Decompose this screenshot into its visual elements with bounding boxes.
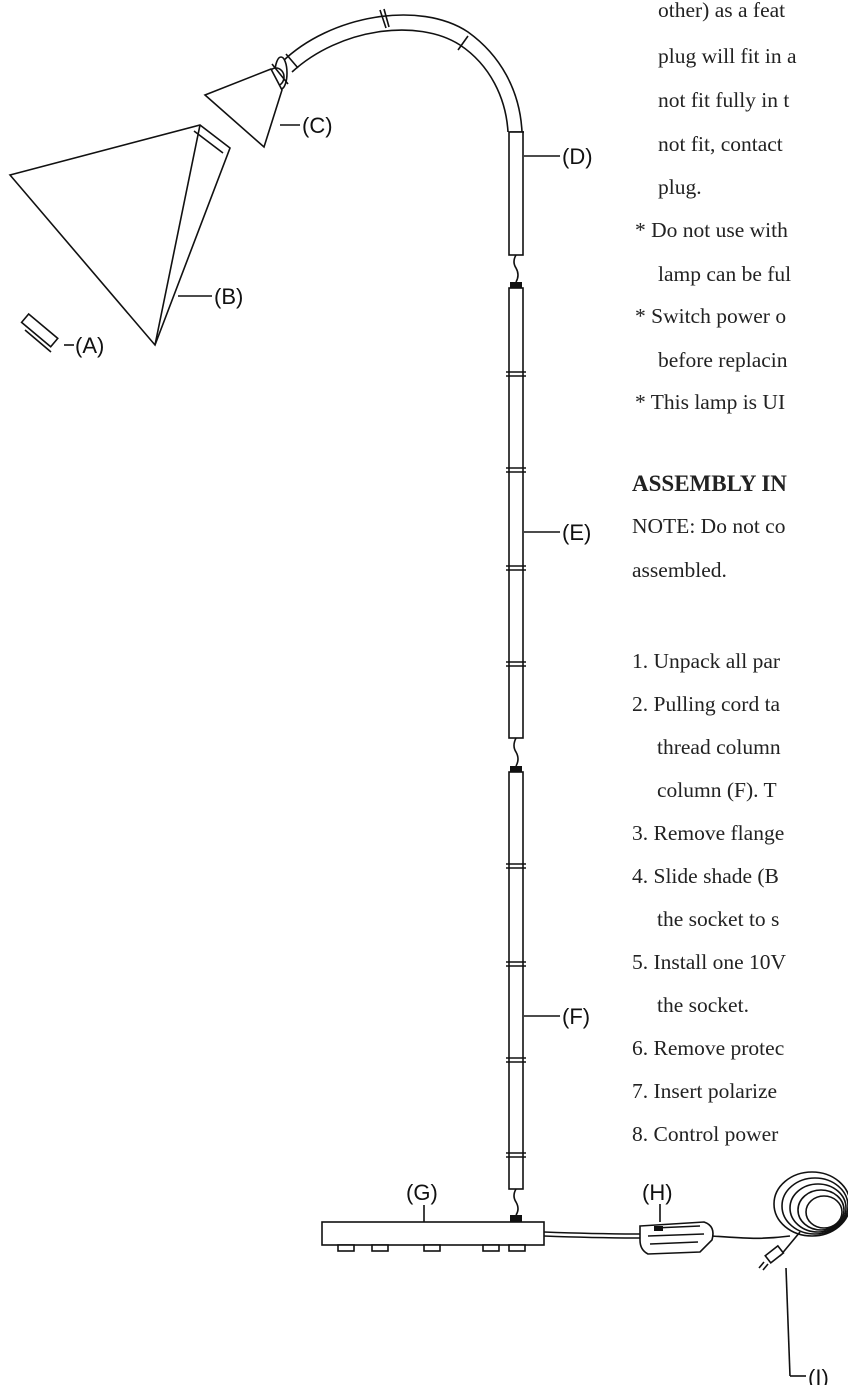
socket-cone	[203, 67, 283, 149]
text-line: lamp can be ful	[658, 262, 792, 286]
step-line: 4. Slide shade (B	[632, 864, 779, 888]
text-line: * This lamp is UI	[635, 390, 786, 414]
column-f	[506, 771, 526, 1190]
step-line: thread column	[657, 735, 781, 759]
power-cord	[711, 1171, 848, 1271]
step-line: 6. Remove protec	[632, 1036, 785, 1060]
label-f: (F)	[562, 1004, 590, 1029]
text-line: plug.	[658, 175, 702, 199]
step-line: 2. Pulling cord ta	[632, 692, 781, 716]
text-line: not fit fully in t	[658, 88, 790, 112]
text-line: other) as a feat	[658, 0, 786, 22]
step-line: 8. Control power	[632, 1122, 779, 1146]
label-g: (G)	[406, 1180, 438, 1205]
bulb	[20, 312, 59, 353]
text-line: not fit, contact	[658, 132, 783, 156]
text-line: * Switch power o	[635, 304, 787, 328]
label-b: (B)	[214, 284, 243, 309]
step-line: 1. Unpack all par	[632, 649, 781, 673]
label-i: (I)	[808, 1365, 829, 1385]
section-heading: ASSEMBLY IN	[632, 471, 787, 496]
column-d	[508, 131, 524, 256]
label-c: (C)	[302, 113, 333, 138]
label-d: (D)	[562, 144, 593, 169]
label-h: (H)	[642, 1180, 673, 1205]
step-line: 3. Remove flange	[632, 821, 785, 845]
step-line: column (F). T	[657, 778, 777, 802]
text-line: before replacin	[658, 348, 788, 372]
text-line: * Do not use with	[635, 218, 788, 242]
shade	[8, 124, 231, 347]
step-line: the socket to s	[657, 907, 780, 931]
text-line: plug will fit in a	[658, 44, 797, 68]
foot-switch	[639, 1221, 714, 1255]
step-line: 5. Install one 10V	[632, 950, 787, 974]
base	[321, 1221, 545, 1252]
column-e	[506, 287, 526, 739]
label-e: (E)	[562, 520, 591, 545]
note-line: assembled.	[632, 558, 727, 582]
step-line: 7. Insert polarize	[632, 1079, 778, 1103]
note-line: NOTE: Do not co	[632, 514, 786, 538]
label-a: (A)	[75, 333, 104, 358]
step-line: the socket.	[657, 993, 749, 1017]
